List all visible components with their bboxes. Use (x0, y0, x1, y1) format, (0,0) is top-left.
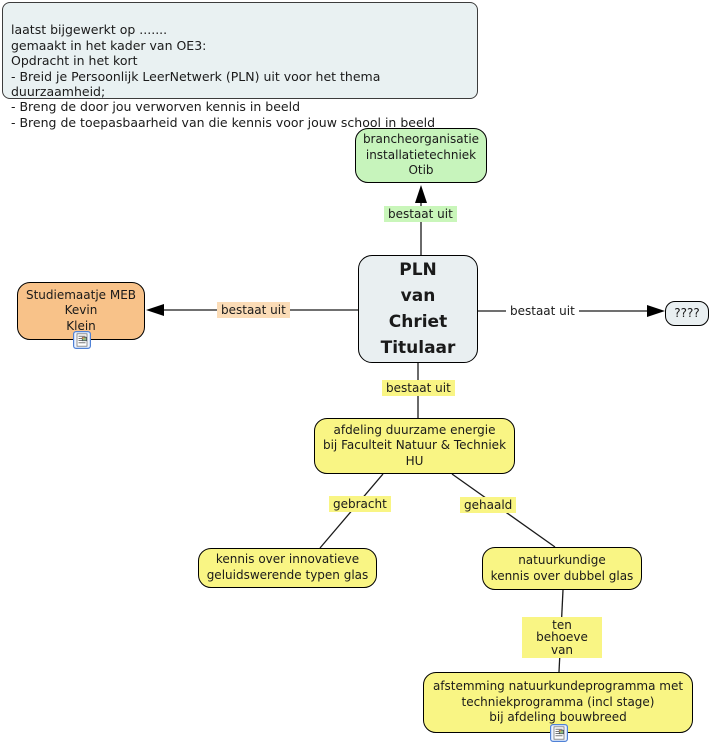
node-afdeling[interactable]: afdeling duurzame energie bij Faculteit … (314, 418, 515, 474)
resource-icon[interactable] (550, 724, 568, 742)
note-text: laatst bijgewerkt op ....... gemaakt in … (11, 22, 436, 130)
link-label-gehaald[interactable]: gehaald (460, 497, 517, 513)
arrowhead-right (647, 305, 665, 317)
link-label-bestaat-uit-left[interactable]: bestaat uit (217, 302, 290, 318)
node-afstemming[interactable]: afstemming natuurkundeprogramma met tech… (423, 672, 693, 733)
node-unknown[interactable]: ???? (665, 301, 709, 326)
node-natuurkundige[interactable]: natuurkundige kennis over dubbel glas (482, 547, 642, 590)
link-label-bestaat-uit-right[interactable]: bestaat uit (506, 303, 579, 319)
node-pln-label: PLN van Chriet Titulaar (380, 260, 456, 358)
node-otib-label: brancheorganisatie installatietechniek O… (362, 132, 480, 178)
link-label-ten-behoeve-van[interactable]: ten behoeve van (522, 617, 602, 658)
resource-icon[interactable] (73, 331, 91, 349)
node-natuurkundige-label: natuurkundige kennis over dubbel glas (490, 552, 634, 583)
arrowhead-left (146, 304, 164, 316)
node-otib[interactable]: brancheorganisatie installatietechniek O… (355, 128, 487, 183)
node-afstemming-label: afstemming natuurkundeprogramma met tech… (432, 679, 684, 725)
link-label-bestaat-uit-top[interactable]: bestaat uit (384, 206, 457, 222)
node-studiemaatje-label: Studiemaatje MEB Kevin Klein (25, 287, 137, 333)
link-label-bestaat-uit-bottom[interactable]: bestaat uit (382, 380, 455, 396)
node-studiemaatje[interactable]: Studiemaatje MEB Kevin Klein (17, 282, 145, 340)
node-kennis-glas-label: kennis over innovatieve geluidswerende t… (206, 552, 369, 582)
note-box[interactable]: laatst bijgewerkt op ....... gemaakt in … (2, 2, 478, 130)
node-pln[interactable]: PLN van Chriet Titulaar (358, 255, 478, 363)
link-label-gebracht[interactable]: gebracht (329, 496, 391, 512)
node-kennis-glas[interactable]: kennis over innovatieve geluidswerende t… (198, 548, 377, 588)
node-unknown-label: ???? (674, 305, 700, 320)
arrowhead-up (415, 185, 427, 203)
node-afdeling-label: afdeling duurzame energie bij Faculteit … (322, 422, 507, 468)
